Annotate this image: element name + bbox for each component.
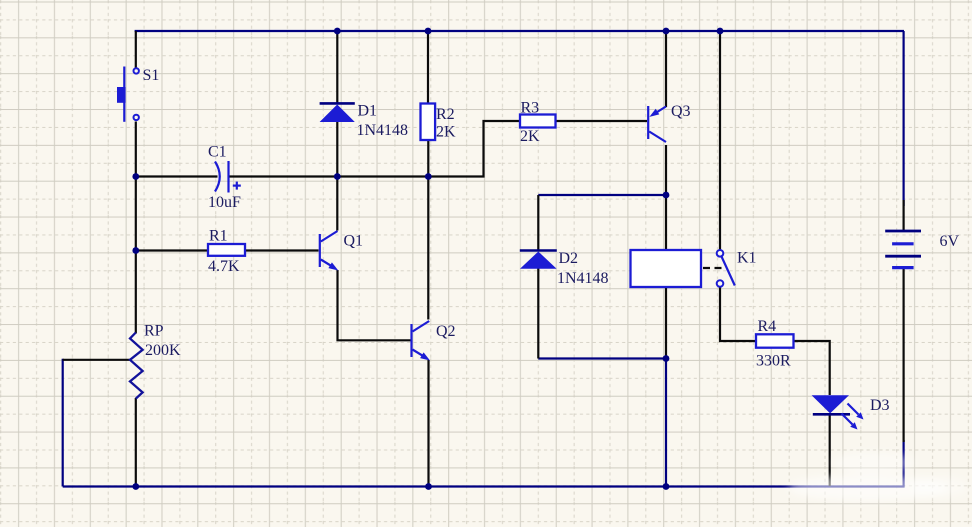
- s1-designator: S1: [143, 67, 160, 84]
- c1-designator: C1: [208, 144, 227, 161]
- c1-plus-sign: [232, 181, 241, 190]
- q1-collector-lead: [320, 230, 339, 243]
- r2-value: 2K: [436, 124, 456, 141]
- c1-value: 10uF: [208, 194, 241, 211]
- component-r4-resistor: R4 330R: [754, 318, 795, 370]
- component-d3-led: D3: [811, 395, 890, 430]
- r2-designator: R2: [436, 106, 455, 123]
- rp-value: 200K: [145, 342, 181, 359]
- q3-emitter-arrow: [649, 108, 660, 117]
- k1-designator: K1: [737, 250, 757, 267]
- relay-coil-box: [629, 248, 703, 289]
- junction-dot: [132, 483, 140, 490]
- component-q3-transistor: Q3: [647, 103, 691, 143]
- q2-collector-lead: [411, 320, 430, 333]
- component-q1-transistor: Q1: [318, 230, 364, 271]
- junction-dot: [662, 355, 670, 362]
- r3-value: 2K: [520, 128, 540, 145]
- q1-emitter-arrow: [328, 262, 339, 271]
- r1-designator: R1: [209, 228, 228, 245]
- component-rp-potentiometer: RP 200K: [128, 323, 181, 400]
- junction-dot: [716, 27, 724, 35]
- watermark-haze: [788, 452, 968, 501]
- wire-r4-to-d3: [793, 339, 831, 395]
- component-q2-transistor: Q2: [410, 320, 456, 361]
- component-c1-capacitor: C1 10uF: [208, 144, 241, 212]
- junction-dot: [424, 27, 432, 35]
- rp-zigzag: [128, 331, 145, 400]
- r2-body: [419, 102, 437, 142]
- junction-dot: [424, 173, 432, 180]
- component-d1-diode: D1 1N4148: [319, 102, 409, 139]
- component-d2-diode: D2 1N4148: [519, 249, 609, 287]
- component-r3-resistor: R3 2K: [518, 100, 557, 145]
- q2-emitter-arrow: [420, 352, 430, 361]
- component-r2-resistor: R2 2K: [419, 102, 456, 142]
- q3-designator: Q3: [671, 103, 691, 120]
- r3-designator: R3: [521, 100, 540, 117]
- junction-dot: [662, 483, 670, 490]
- k1-terminal-top: [715, 249, 725, 258]
- k1-terminal-bottom: [715, 279, 725, 288]
- d1-designator: D1: [358, 103, 378, 120]
- k1-contact-blade: [720, 256, 736, 286]
- wire-c1-to-r3: [228, 119, 520, 178]
- junction-dot: [333, 27, 341, 35]
- d3-light-arrows: [840, 402, 864, 430]
- c1-curved-plate: [214, 160, 221, 193]
- s1-button-knob: [117, 87, 126, 103]
- q1-designator: Q1: [344, 233, 364, 250]
- junction-dots: [132, 27, 724, 490]
- junction-dot: [425, 483, 432, 490]
- r4-body: [754, 333, 795, 349]
- component-battery: 6V: [885, 229, 960, 270]
- wire-q1-emitter-to-q2: [336, 270, 411, 342]
- junction-dot: [132, 247, 140, 254]
- component-relay: K1: [629, 248, 757, 289]
- d3-designator: D3: [870, 397, 890, 414]
- r1-body: [206, 242, 247, 257]
- d2-value: 1N4148: [557, 270, 609, 287]
- s1-terminal-top: [132, 67, 140, 75]
- wire-k1-to-r4: [718, 287, 756, 343]
- d1-triangle: [319, 104, 355, 122]
- junction-dot: [333, 173, 341, 180]
- junction-dot: [132, 173, 140, 180]
- junction-dot: [662, 27, 670, 35]
- r1-value: 4.7K: [208, 258, 240, 275]
- r4-value: 330R: [756, 353, 791, 370]
- rp-designator: RP: [144, 323, 164, 340]
- component-r1-resistor: R1 4.7K: [206, 228, 247, 275]
- component-s1-pushbutton: S1: [117, 66, 160, 122]
- q3-collector-lead: [648, 130, 667, 143]
- d3-triangle: [811, 395, 849, 414]
- s1-terminal-bottom: [132, 113, 140, 122]
- r4-designator: R4: [758, 318, 777, 335]
- d1-value: 1N4148: [357, 122, 409, 139]
- d2-designator: D2: [559, 250, 579, 267]
- junction-dot: [662, 191, 670, 199]
- d2-triangle: [520, 251, 557, 269]
- battery-label: 6V: [940, 233, 960, 250]
- q2-designator: Q2: [436, 323, 456, 340]
- r3-body: [518, 113, 557, 129]
- wires: [61, 29, 905, 488]
